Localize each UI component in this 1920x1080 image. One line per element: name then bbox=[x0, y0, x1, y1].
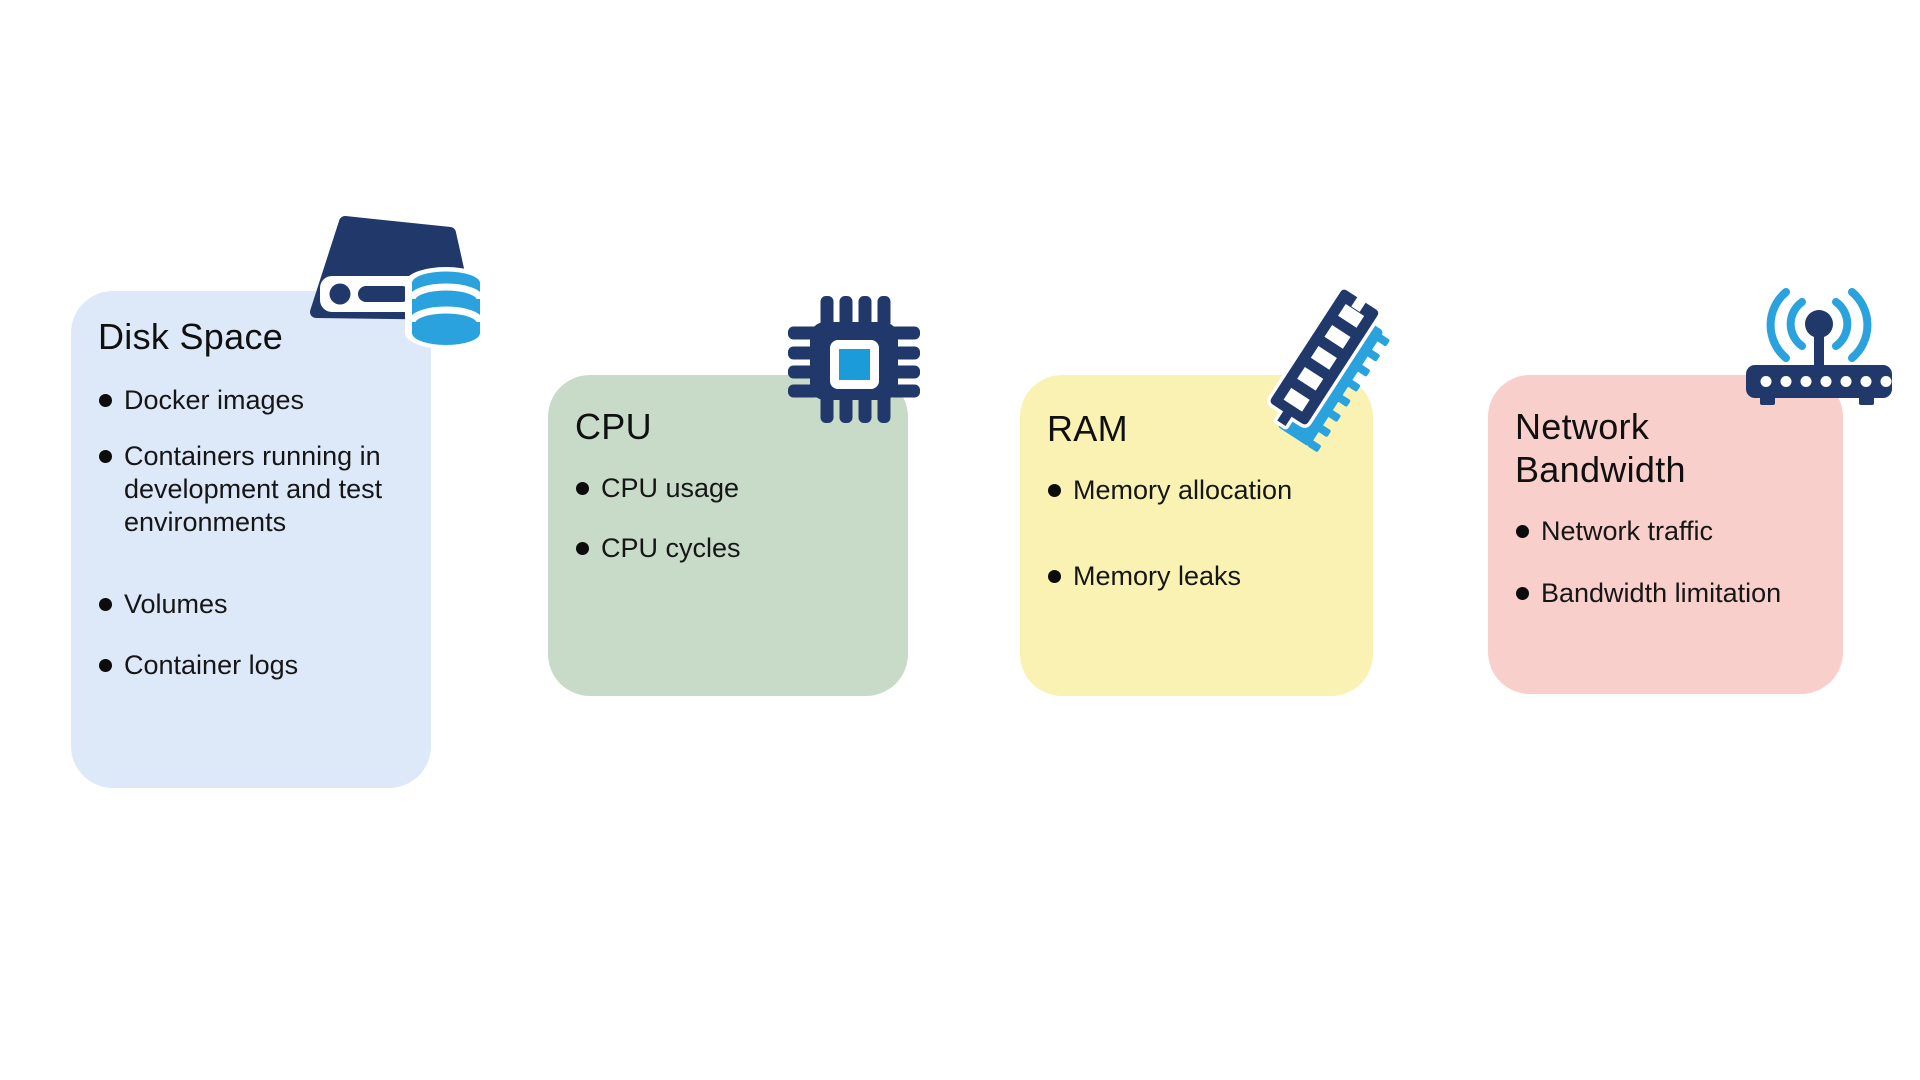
ram-stick-icon bbox=[1267, 286, 1390, 452]
bullet-item: Container logs bbox=[98, 649, 386, 682]
bullet-item: Bandwidth limitation bbox=[1515, 577, 1823, 610]
bullet-item: Docker images bbox=[98, 384, 386, 417]
card-title-ram: RAM bbox=[1047, 408, 1128, 449]
bullet-item: Memory leaks bbox=[1047, 560, 1349, 593]
card-title-cpu: CPU bbox=[575, 406, 652, 447]
wifi-router-icon bbox=[1746, 288, 1892, 405]
bullet-list-cpu: CPU usage CPU cycles bbox=[575, 472, 884, 565]
bullet-item: CPU cycles bbox=[575, 532, 884, 565]
card-title-network-bandwidth: Network Bandwidth bbox=[1515, 406, 1686, 490]
bullet-item: Memory allocation bbox=[1047, 474, 1349, 507]
card-network-bandwidth: Network Bandwidth Network traffic Bandwi… bbox=[1488, 375, 1843, 694]
card-disk-space: Disk Space Docker images Containers runn… bbox=[71, 291, 431, 788]
bullet-list-network-bandwidth: Network traffic Bandwidth limitation bbox=[1515, 515, 1823, 610]
card-cpu: CPU CPU usage CPU cycles bbox=[548, 375, 908, 696]
bullet-list-disk-space: Docker images Containers running in deve… bbox=[98, 384, 403, 682]
card-title-disk-space: Disk Space bbox=[98, 316, 284, 357]
bullet-item: Containers running in development and te… bbox=[98, 440, 386, 539]
bullet-item: Network traffic bbox=[1515, 515, 1823, 548]
bullet-item: Volumes bbox=[98, 588, 386, 621]
bullet-list-ram: Memory allocation Memory leaks bbox=[1047, 474, 1349, 593]
bullet-item: CPU usage bbox=[575, 472, 884, 505]
cpu-chip-icon bbox=[788, 296, 920, 423]
hard-drive-database-icon bbox=[310, 216, 487, 348]
